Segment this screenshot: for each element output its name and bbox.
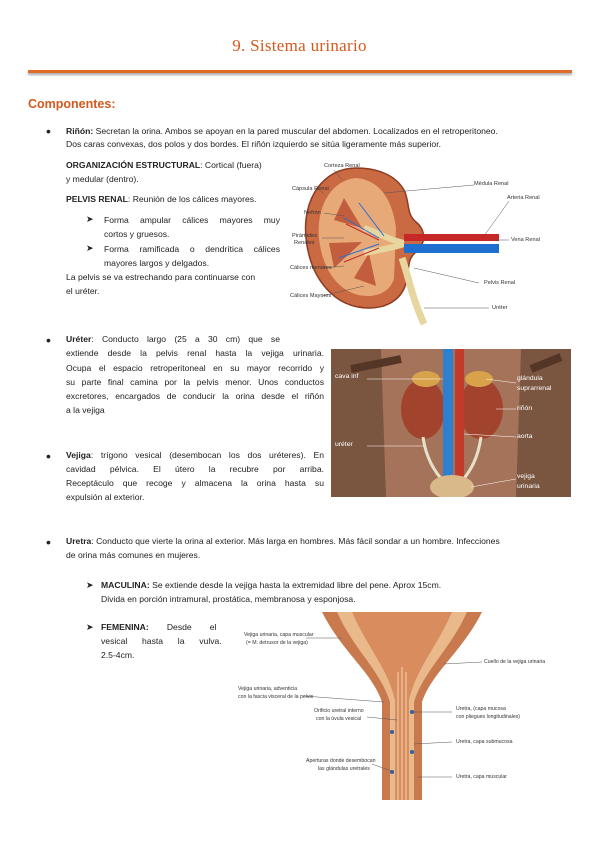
kidney-label: Vena Renal [511, 237, 540, 243]
bullet-uretra: • [46, 534, 51, 550]
bullet-ureter: • [46, 332, 51, 348]
ureter-line2: extiende desde la pelvis renal hasta la … [66, 348, 324, 358]
ureter-line1: Uréter: Conducto largo (25 a 30 cm) que … [66, 334, 280, 344]
rinon-org-line2: y medular (dentro). [66, 174, 139, 184]
title-divider [28, 70, 572, 73]
uretra-line2: de orina más comunes en mujeres. [66, 550, 201, 560]
urethra-label: Cuello de la vejiga urinaria [484, 659, 546, 665]
anatomy-label: vejiga [517, 473, 535, 480]
vejiga-line1: Vejiga: trígono vesical (desembocan los … [66, 450, 324, 460]
kidney-label: Uréter [492, 305, 508, 311]
uretra-line1: Uretra: Conducto que vierte la orina al … [66, 536, 500, 546]
kidney-diagram: Corteza Renal Cápsula Renal Médula Renal… [284, 158, 574, 326]
kidney-label: Médula Renal [474, 181, 509, 187]
kidney-label: Cápsula Renal [292, 186, 329, 192]
rinon-sub2-a: Forma ramificada o dendrítica cálices [104, 244, 280, 254]
kidney-illustration [304, 167, 510, 326]
ureter-line4: su parte final camina por la pelvis meno… [66, 377, 324, 387]
urethra-label: las glándulas uretrales [318, 766, 370, 772]
rinon-sub1-b: cortos y gruesos. [104, 229, 170, 239]
arrow-bullet-icon: ➤ [86, 243, 94, 253]
rinon-sub2-b: mayores largos y delgados. [104, 258, 210, 268]
section-heading: Componentes: [28, 97, 116, 111]
rinon-pelvis: PELVIS RENAL: Reunión de los cálices may… [66, 194, 257, 204]
urethra-label: Vejiga urinaria, capa muscular [244, 632, 314, 638]
ureter-line6: a la vejiga [66, 405, 105, 415]
abdomen-illustration [331, 349, 571, 497]
urethra-label: con la fascia visceral de la pelvis [238, 694, 314, 700]
uretra-fem-line3: 2.5-4cm. [101, 650, 135, 660]
abdomen-anatomy-photo: cava inf glándula suprarrenal riñón aort… [331, 349, 571, 497]
rinon-line2: Dos caras convexas, dos polos y dos bord… [66, 139, 441, 149]
kidney-label: Renales [294, 240, 315, 246]
anatomy-label: urinaria [517, 483, 540, 490]
anatomy-label: cava inf [335, 373, 359, 380]
rinon-org-line1: ORGANIZACIÓN ESTRUCTURAL: Cortical (fuer… [66, 160, 262, 170]
vejiga-line4: expulsión al exterior. [66, 492, 145, 502]
kidney-label: Cálices menores [290, 265, 332, 271]
arrow-bullet-icon: ➤ [86, 622, 94, 632]
kidney-label: Arteria Renal [507, 195, 540, 201]
vejiga-line2: cavidad pélvica. El útero la recubre por… [66, 464, 324, 474]
uretra-fem-line1: FEMENINA: Desde el cuello [101, 622, 257, 632]
arrow-bullet-icon: ➤ [86, 214, 94, 224]
bullet-rinon: • [46, 123, 51, 139]
anatomy-label: uréter [335, 441, 353, 448]
anatomy-label: suprarrenal [517, 385, 552, 392]
rinon-line1: Riñón: Secretan la orina. Ambos se apoya… [66, 126, 498, 136]
uretra-masc-line1: MACULINA: Se extiende desde la vejiga ha… [101, 580, 442, 590]
uretra-fem-line2: vesical hasta la vulva. Entre [101, 636, 257, 646]
ureter-line3: Ocupa el espacio retroperitoneal en su m… [66, 363, 324, 373]
kidney-label: Corteza Renal [324, 163, 360, 169]
urethra-label: con la úvula vesical [316, 716, 361, 722]
page-title: 9. Sistema urinario [232, 36, 367, 55]
bullet-vejiga: • [46, 448, 51, 464]
anatomy-label: glándula [517, 375, 543, 382]
anatomy-label: riñón [517, 405, 533, 412]
rinon-sub1-a: Forma ampular cálices mayores muy [104, 215, 280, 225]
ureter-line5: excretores, encargados de conducir la or… [66, 391, 324, 401]
urethra-label: Vejiga urinaria, adventicia [238, 686, 298, 692]
urethra-label: (= M. detrusor de la vejiga) [246, 640, 308, 646]
urethra-label: Uretra, (capa mucosa [456, 706, 506, 712]
kidney-label: Pelvis Renal [484, 280, 516, 286]
urethra-illustration [303, 612, 483, 800]
uretra-masc-line2: Divida en porción intramural, prostática… [101, 594, 356, 604]
arrow-bullet-icon: ➤ [86, 580, 94, 590]
kidney-label: Cálices Mayores [290, 293, 332, 299]
urethra-label: con pliegues longitudinales) [456, 714, 521, 720]
vejiga-line3: Receptáculo que recoge y almacena la ori… [66, 478, 324, 488]
urethra-label: Uretra, capa submucosa [456, 739, 513, 745]
urethra-label: Orificio uretral interno [314, 708, 364, 714]
kidney-label: Nefrón [304, 210, 321, 216]
urethra-label: Uretra, capa muscular [456, 774, 508, 780]
rinon-tail2: el uréter. [66, 286, 100, 296]
rinon-tail1: La pelvis se va estrechando para continu… [66, 272, 256, 282]
anatomy-label: aorta [517, 433, 533, 440]
urethra-label: Aperturas donde desembocan [306, 758, 376, 764]
female-urethra-diagram: Vejiga urinaria, capa muscular (= M. det… [232, 612, 572, 800]
kidney-label: Pirámides [292, 233, 317, 239]
